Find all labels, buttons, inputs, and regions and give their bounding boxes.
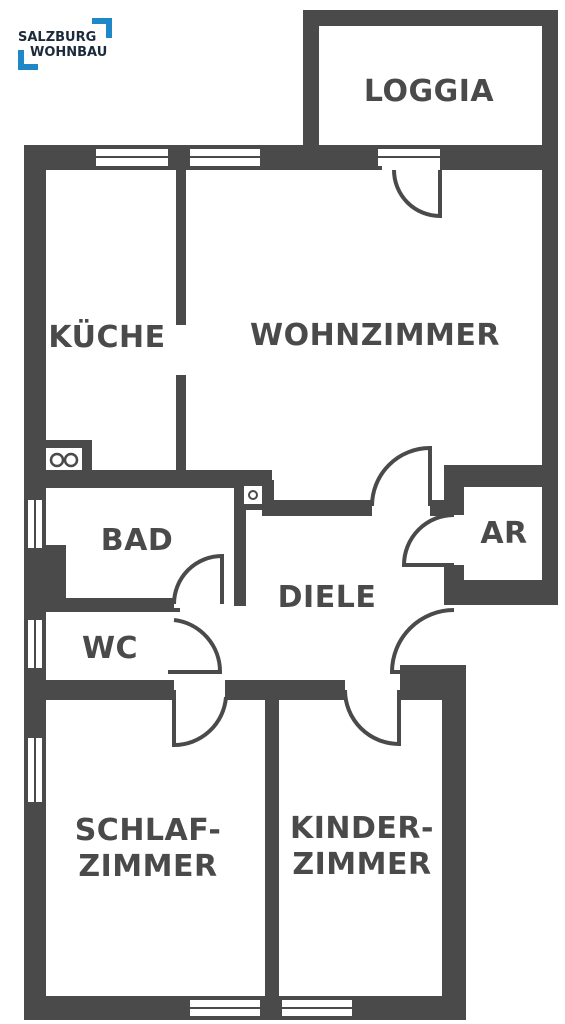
wall-east-upper <box>542 145 558 475</box>
wall-west <box>24 145 46 1020</box>
wall-ar-left-bottom <box>444 565 464 605</box>
salzburg-wohnbau-logo: SALZBURG WOHNBAU <box>18 18 112 70</box>
label-wohnzimmer: WOHNZIMMER <box>250 318 500 353</box>
wall-wohnzimmer-bottom-left <box>262 500 372 516</box>
door-wohnzimmer <box>370 445 432 516</box>
wall-ar-right <box>542 465 558 605</box>
floor-loggia <box>319 26 542 145</box>
window-lines <box>34 156 440 1009</box>
label-schlafzimmer-line-1: SCHLAF- <box>75 813 222 848</box>
wall-bedroom-divider <box>265 695 279 1020</box>
wall-bad-right <box>234 488 246 606</box>
label-diele: DIELE <box>278 580 377 615</box>
wall-loggia-left <box>303 10 319 160</box>
wall-wohnzimmer-bottom-right <box>430 500 464 516</box>
wall-loggia-right <box>542 10 558 170</box>
logo-line-2: WOHNBAU <box>30 45 107 60</box>
wall-east-lower <box>442 665 466 1020</box>
door-schlafzimmer <box>172 690 228 748</box>
label-wc: WC <box>82 631 138 666</box>
wall-ar-top <box>444 465 558 487</box>
logo-accent-top <box>92 18 112 38</box>
door-ar <box>401 513 464 567</box>
label-ar: AR <box>480 516 527 551</box>
wall-kitchen-partition-top <box>176 160 186 325</box>
wall-bad-inner <box>46 545 66 605</box>
label-kueche: KÜCHE <box>48 318 165 355</box>
room-labels: LOGGIA KÜCHE WOHNZIMMER BAD AR DIELE WC … <box>48 74 527 884</box>
wall-kitchen-partition-bottom <box>176 375 186 475</box>
wall-bedroom-top-middle <box>225 680 345 700</box>
label-loggia: LOGGIA <box>364 74 494 109</box>
door-entrance <box>389 605 466 674</box>
label-kinderzimmer-line-1: KINDER- <box>290 811 434 846</box>
door-wc <box>168 618 225 700</box>
doors <box>168 166 466 748</box>
logo-line-1: SALZBURG <box>18 30 96 45</box>
label-kinderzimmer-line-2: ZIMMER <box>292 847 431 882</box>
label-bad: BAD <box>101 523 174 558</box>
label-schlafzimmer-line-2: ZIMMER <box>78 849 217 884</box>
shaft-icon <box>244 486 262 504</box>
wall-loggia-top <box>303 10 558 26</box>
door-kinderzimmer <box>343 680 401 747</box>
logo-accent-bottom <box>18 50 38 70</box>
stove-icon <box>46 448 82 470</box>
door-loggia <box>382 166 442 219</box>
wall-wc-bottom <box>24 680 174 700</box>
door-bad <box>172 553 234 608</box>
